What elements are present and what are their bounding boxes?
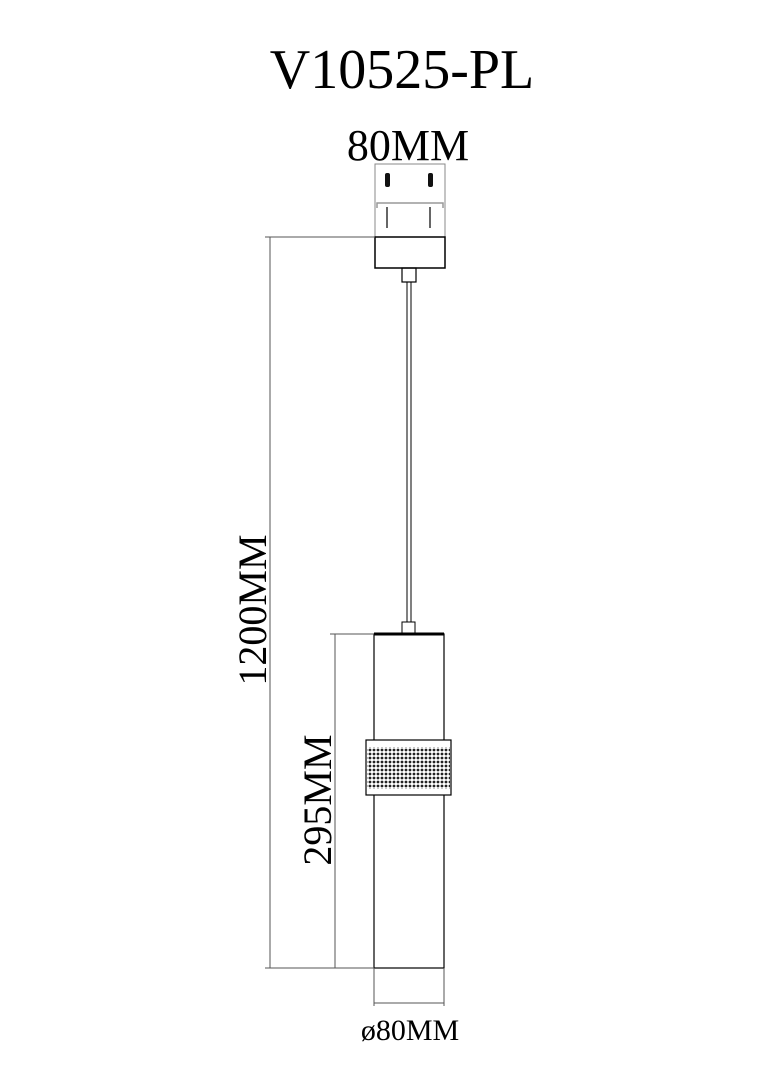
cord	[401, 282, 416, 634]
shade-height-label: 295MM	[295, 734, 340, 865]
canopy-width-label: 80MM	[347, 121, 469, 170]
mounting-bracket	[376, 202, 444, 208]
dimension-lines	[265, 236, 445, 1006]
model-title: V10525-PL	[270, 39, 534, 101]
shade-tube	[365, 632, 452, 969]
shade-diameter-label: ø80MM	[361, 1014, 459, 1047]
wall-anchor-icon	[385, 173, 433, 187]
total-height-label: 1200MM	[230, 534, 275, 685]
canopy	[374, 163, 446, 283]
screw-icon	[386, 207, 431, 228]
